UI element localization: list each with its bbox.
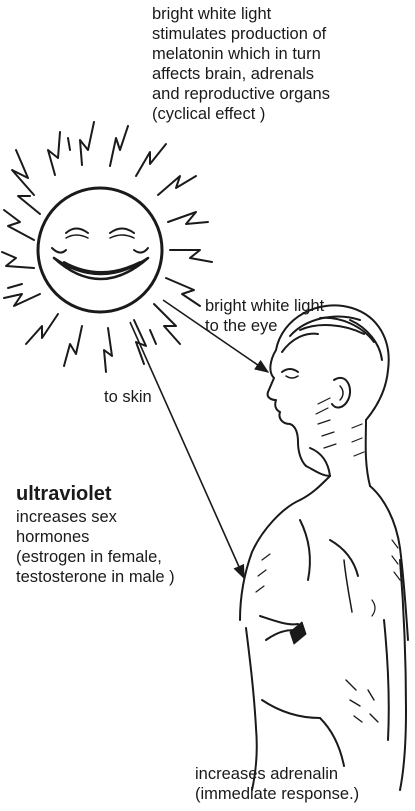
adrenalin-line: increases adrenalin — [195, 764, 359, 784]
ultraviolet-line: hormones — [16, 527, 175, 547]
smiling-sun-icon — [2, 122, 212, 372]
adrenalin-line: (immediate response.) — [195, 784, 359, 804]
ultraviolet-line: (estrogen in female, — [16, 547, 175, 567]
melatonin-line: stimulates production of — [152, 24, 330, 44]
eye-label-line: to the eye — [205, 316, 324, 336]
melatonin-line: and reproductive organs — [152, 84, 330, 104]
melatonin-line: affects brain, adrenals — [152, 64, 330, 84]
adrenalin-note: increases adrenalin (immediate response.… — [195, 764, 359, 804]
human-figure-icon — [240, 305, 408, 790]
eye-label-line: bright white light — [205, 296, 324, 316]
skin-label: to skin — [104, 387, 152, 407]
eye-label: bright white light to the eye — [205, 296, 324, 336]
melatonin-line: (cyclical effect ) — [152, 104, 330, 124]
ultraviolet-line: increases sex — [16, 507, 175, 527]
ultraviolet-line: testosterone in male ) — [16, 567, 175, 587]
ultraviolet-heading: ultraviolet — [16, 482, 112, 506]
melatonin-note: bright white light stimulates production… — [152, 4, 330, 124]
melatonin-line: bright white light — [152, 4, 330, 24]
melatonin-line: melatonin which in turn — [152, 44, 330, 64]
ultraviolet-effect: increases sex hormones (estrogen in fema… — [16, 507, 175, 587]
